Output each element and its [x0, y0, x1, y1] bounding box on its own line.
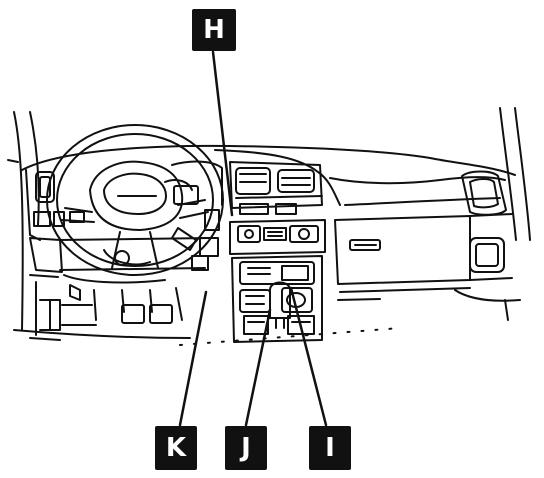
left-dash-panel: [25, 169, 65, 336]
leader-line-h: [211, 50, 234, 217]
right-air-vent: [461, 170, 507, 273]
leader-line-j: [244, 308, 272, 427]
radio-head-unit: [229, 219, 326, 255]
steering-wheel: [46, 124, 224, 276]
climate-control-panel: [231, 255, 323, 343]
callout-h-label: H: [192, 9, 236, 51]
right-a-pillar: [499, 107, 531, 241]
leader-line-i: [289, 286, 328, 427]
pedals: [39, 284, 183, 331]
glovebox: [334, 215, 471, 301]
left-a-pillar: [7, 111, 40, 331]
callout-k-label: K: [155, 426, 197, 470]
dashboard-top-edge: [21, 144, 516, 176]
leader-line-k: [178, 290, 208, 427]
center-air-vents: [229, 161, 323, 209]
callout-i-label: I: [309, 426, 351, 470]
callout-j-label: J: [225, 426, 267, 470]
